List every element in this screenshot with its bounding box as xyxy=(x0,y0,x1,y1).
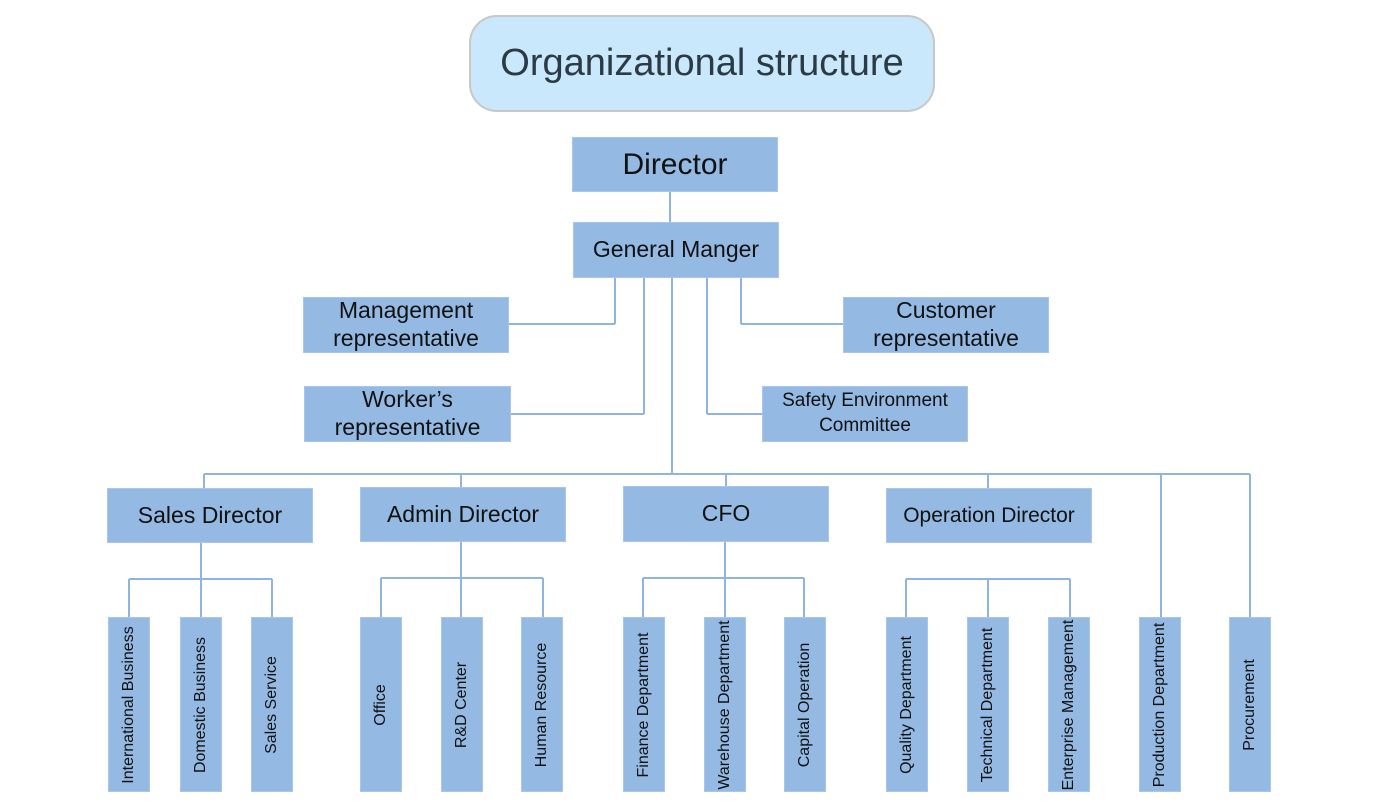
dept-office: Office xyxy=(360,617,402,792)
node-director: Director xyxy=(572,137,778,192)
node-operation-director: Operation Director xyxy=(886,488,1092,543)
chart-title: Organizational structure xyxy=(469,15,935,112)
node-general-manager: General Manger xyxy=(573,222,779,278)
dept-domestic-business: Domestic Business xyxy=(180,617,222,792)
dept-international-business: International Business xyxy=(108,617,150,792)
dept-sales-service: Sales Service xyxy=(251,617,293,792)
dept-capital-operation: Capital Operation xyxy=(784,617,826,792)
node-management-representative: Management representative xyxy=(303,297,509,353)
dept-rd-center: R&D Center xyxy=(441,617,483,792)
dept-production-department: Production Department xyxy=(1139,617,1181,792)
dept-quality-department: Quality Department xyxy=(886,617,928,792)
node-customer-representative: Customer representative xyxy=(843,297,1049,353)
dept-finance-department: Finance Department xyxy=(623,617,665,792)
node-safety-environment-committee: Safety Environment Committee xyxy=(762,386,968,442)
dept-procurement: Procurement xyxy=(1229,617,1271,792)
dept-warehouse-department: Warehouse Department xyxy=(704,617,746,792)
node-cfo: CFO xyxy=(623,486,829,542)
dept-technical-department: Technical Department xyxy=(967,617,1009,792)
dept-human-resource: Human Resource xyxy=(521,617,563,792)
node-workers-representative: Worker’s representative xyxy=(304,386,511,442)
node-sales-director: Sales Director xyxy=(107,488,313,543)
dept-enterprise-management: Enterprise Management xyxy=(1048,617,1090,792)
node-admin-director: Admin Director xyxy=(360,487,566,542)
